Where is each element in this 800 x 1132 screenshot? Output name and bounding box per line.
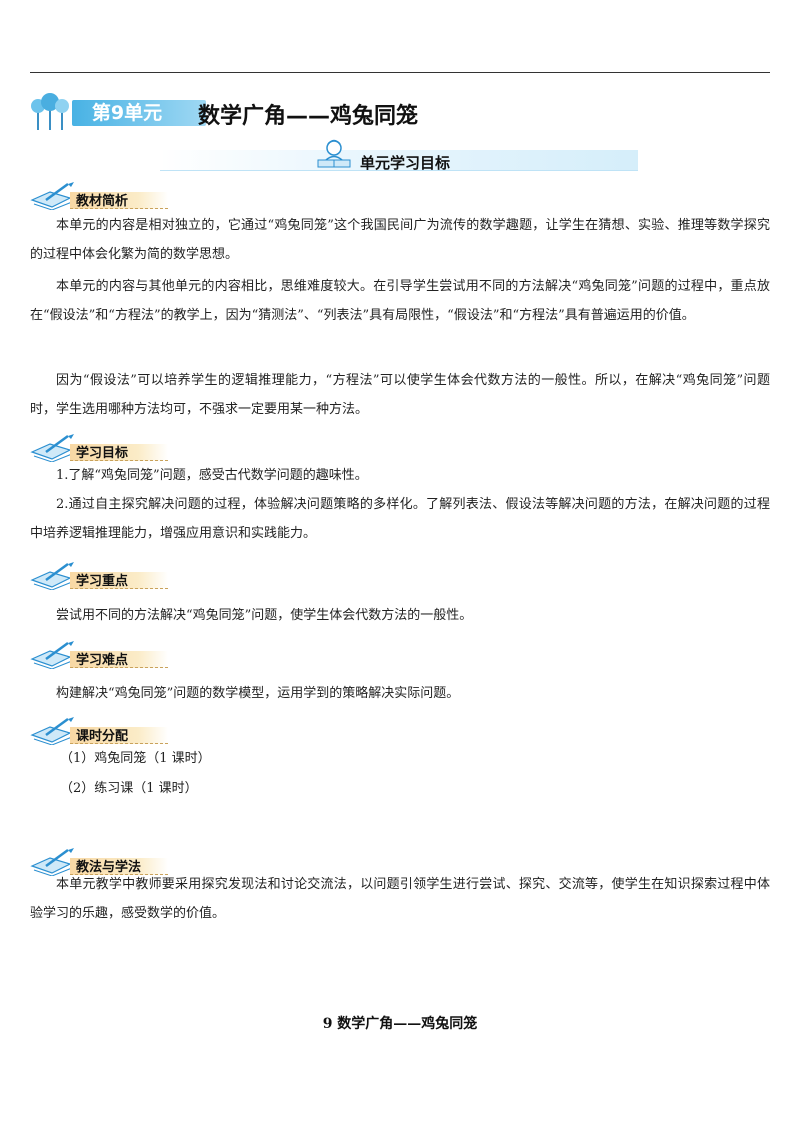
paragraph: 本单元的内容与其他单元的内容相比，思维难度较大。在引导学生尝试用不同的方法解决“…	[30, 279, 770, 323]
section-heading-schedule: 课时分配	[30, 715, 170, 745]
unit-title: 数学广角——鸡兔同笼	[198, 104, 419, 129]
unit-badge: 第9单元	[72, 100, 206, 126]
goals-bar-label: 单元学习目标	[360, 154, 451, 172]
section-heading-tab	[70, 858, 168, 875]
student-reading-icon	[317, 139, 351, 168]
paragraph: 本单元教学中教师要采用探究发现法和讨论交流法，以问题引领学生进行尝试、探究、交流…	[30, 877, 770, 921]
section-heading-objectives: 学习目标	[30, 432, 170, 462]
paragraph: 构建解决“鸡兔同笼”问题的数学模型，运用学到的策略解决实际问题。	[56, 686, 460, 701]
objective-item: 1.了解“鸡兔同笼”问题，感受古代数学问题的趣味性。	[56, 468, 368, 483]
section-heading-label: 教材简析	[76, 194, 129, 209]
objective-item: 2.通过自主探究解决问题的过程，体验解决问题策略的多样化。了解列表法、假设法等解…	[30, 497, 770, 541]
section-heading-label: 教法与学法	[76, 860, 142, 875]
section-heading-tab	[70, 727, 168, 744]
unit-header: 第9单元 数学广角——鸡兔同笼	[30, 92, 770, 132]
section-heading-label: 学习目标	[76, 446, 129, 461]
paragraph: 因为“假设法”可以培养学生的逻辑推理能力，“方程法”可以使学生体会代数方法的一般…	[30, 373, 770, 417]
top-rule	[30, 72, 770, 73]
section-heading-textbook-analysis: 教材简析	[30, 180, 170, 210]
schedule-item: （1）鸡兔同笼（1 课时）	[60, 751, 211, 766]
paragraph: 本单元的内容是相对独立的，它通过“鸡兔同笼”这个我国民间广为流传的数学趣题，让学…	[30, 218, 770, 262]
unit-badge-label: 第9单元	[91, 102, 163, 124]
section-heading-tab	[70, 444, 168, 461]
pen-book-icon	[30, 434, 74, 462]
section-heading-difficulties: 学习难点	[30, 639, 170, 669]
goals-bar-background	[160, 150, 638, 171]
section-heading-label: 学习重点	[76, 574, 129, 589]
paragraph: 尝试用不同的方法解决“鸡兔同笼”问题，使学生体会代数方法的一般性。	[56, 608, 473, 623]
section-heading-tab	[70, 192, 168, 209]
section-heading-tab	[70, 651, 168, 668]
section-heading-key-points: 学习重点	[30, 560, 170, 590]
lesson-title: 9 数学广角——鸡兔同笼	[322, 1016, 478, 1032]
section-heading-tab	[70, 572, 168, 589]
section-heading-label: 课时分配	[76, 729, 129, 744]
schedule-item: （2）练习课（1 课时）	[60, 781, 198, 796]
unit-goals-bar: 单元学习目标	[160, 138, 638, 172]
section-heading-label: 学习难点	[76, 653, 129, 668]
tree-icon	[31, 93, 69, 130]
section-heading-methods: 教法与学法	[30, 846, 170, 876]
